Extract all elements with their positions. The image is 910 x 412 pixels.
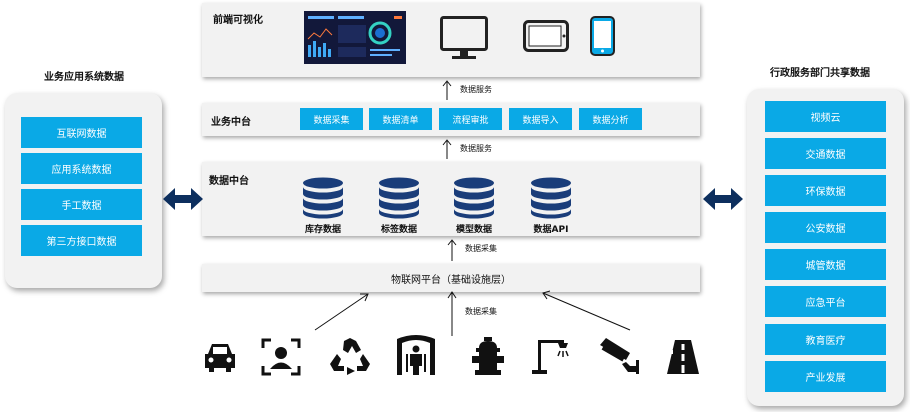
surveillance-camera-icon xyxy=(600,338,639,374)
arrow-up-data-collect-mid xyxy=(447,239,457,261)
fire-hydrant-icon xyxy=(472,337,504,375)
street-light-icon xyxy=(532,340,569,374)
right-panel-title: 行政服务部门共享数据 xyxy=(770,68,870,79)
phone-icon xyxy=(590,16,615,56)
right-item-emergency: 应急平台 xyxy=(765,286,886,317)
arrow-up-data-service-mid xyxy=(442,139,452,159)
api-database-icon xyxy=(531,177,571,219)
monitor-icon xyxy=(440,16,488,59)
left-item-third-party: 第三方接口数据 xyxy=(21,225,142,256)
db-label-tag: 标签数据 xyxy=(380,225,417,235)
data-platform-layer xyxy=(202,162,700,236)
left-item-app-system: 应用系统数据 xyxy=(21,153,142,184)
data-service-label-top: 数据服务 xyxy=(460,85,492,94)
func-data-import: 数据导入 xyxy=(509,108,572,130)
db-label-api: 数据API xyxy=(533,225,569,235)
left-panel-title: 业务应用系统数据 xyxy=(44,72,124,83)
right-double-arrow-icon xyxy=(703,188,743,210)
right-item-urban-management: 城管数据 xyxy=(765,249,886,280)
car-icon xyxy=(205,344,235,372)
dashboard-screen-icon xyxy=(304,11,406,64)
road-icon xyxy=(667,340,699,374)
collection-arrows xyxy=(314,290,631,336)
func-data-analysis: 数据分析 xyxy=(579,108,642,130)
left-double-arrow-icon xyxy=(163,188,203,210)
inventory-database-icon xyxy=(303,177,343,219)
face-recognition-icon xyxy=(261,338,301,376)
func-process-approval: 流程审批 xyxy=(439,108,502,130)
right-panel xyxy=(747,89,904,406)
frontend-label: 前端可视化 xyxy=(213,15,263,26)
left-item-manual: 手工数据 xyxy=(21,189,142,220)
iot-layer xyxy=(202,264,700,292)
frontend-layer xyxy=(202,3,700,77)
data-collect-label-bottom: 数据采集 xyxy=(465,307,497,316)
db-label-inventory: 库存数据 xyxy=(304,225,341,235)
tag-database-icon xyxy=(379,177,419,219)
data-collect-label-mid: 数据采集 xyxy=(465,244,497,253)
tablet-icon xyxy=(523,20,569,52)
right-item-industry: 产业发展 xyxy=(765,361,886,392)
right-item-video-cloud: 视频云 xyxy=(765,101,886,132)
func-data-collection: 数据采集 xyxy=(300,108,363,130)
right-item-education-medical: 教育医疗 xyxy=(765,324,886,355)
recycle-icon xyxy=(330,338,370,375)
right-item-traffic: 交通数据 xyxy=(765,138,886,169)
security-gate-icon xyxy=(397,335,435,375)
data-service-label-mid: 数据服务 xyxy=(460,144,492,153)
right-item-public-security: 公安数据 xyxy=(765,212,886,243)
right-item-environment: 环保数据 xyxy=(765,175,886,206)
data-platform-label: 数据中台 xyxy=(209,176,249,187)
db-label-model: 模型数据 xyxy=(455,225,492,235)
iot-label: 物联网平台（基础设施层） xyxy=(391,275,511,286)
business-label: 业务中台 xyxy=(211,117,251,128)
func-data-list: 数据清单 xyxy=(369,108,432,130)
model-database-icon xyxy=(454,177,494,219)
arrow-up-data-service-top xyxy=(442,80,452,100)
left-item-internet: 互联网数据 xyxy=(21,117,142,148)
